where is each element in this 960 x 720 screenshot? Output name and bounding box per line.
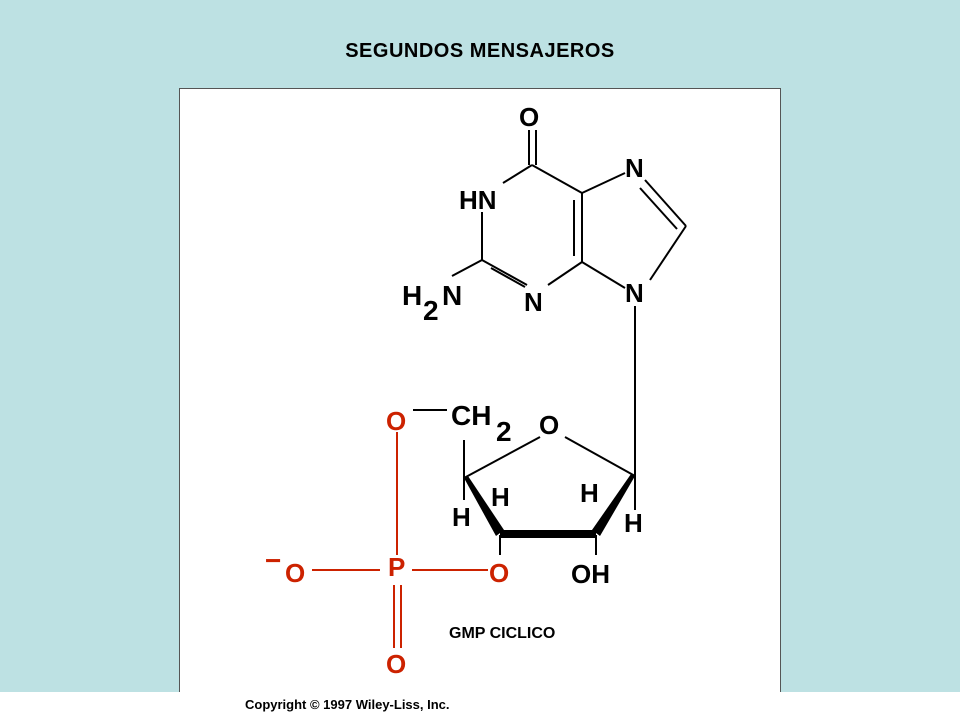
atom-ch: CH <box>451 400 491 431</box>
atom-charge-minus: − <box>265 545 281 576</box>
atom-hn: HN <box>459 185 497 215</box>
ribose-bonds <box>413 409 636 555</box>
atom-n7: N <box>625 153 644 183</box>
copyright-bar: Copyright © 1997 Wiley-Liss, Inc. <box>0 692 960 720</box>
ribose-bold-bonds <box>464 474 635 538</box>
atom-o-phosphate-bottom: O <box>386 649 406 679</box>
diagram-panel <box>179 88 781 694</box>
atom-amino-h: H <box>402 280 422 311</box>
guanine-bonds <box>451 130 687 476</box>
copyright-text: Copyright © 1997 Wiley-Liss, Inc. <box>245 697 450 712</box>
atom-amino-n: N <box>442 280 462 311</box>
atom-n3: N <box>524 287 543 317</box>
atom-o-bridge: O <box>489 558 509 588</box>
atom-oh: OH <box>571 559 610 589</box>
atom-o-minus: O <box>285 558 305 588</box>
phosphate-bonds <box>312 432 488 648</box>
atom-o-phosphate-top: O <box>386 406 406 436</box>
atom-n9: N <box>625 278 644 308</box>
atom-ch-subscript: 2 <box>496 416 512 447</box>
diagram-caption: GMP CICLICO <box>449 625 555 642</box>
atom-h-c3: H <box>491 482 510 512</box>
slide-title: SEGUNDOS MENSAJEROS <box>345 40 615 62</box>
atom-h-c4: H <box>452 502 471 532</box>
atom-h-c2: H <box>580 478 599 508</box>
atom-phosphorus: P <box>388 552 405 582</box>
atom-o-ring: O <box>539 410 559 440</box>
atom-o-carbonyl: O <box>519 102 539 132</box>
atom-h-c1: H <box>624 508 643 538</box>
atom-amino-subscript: 2 <box>423 295 439 326</box>
